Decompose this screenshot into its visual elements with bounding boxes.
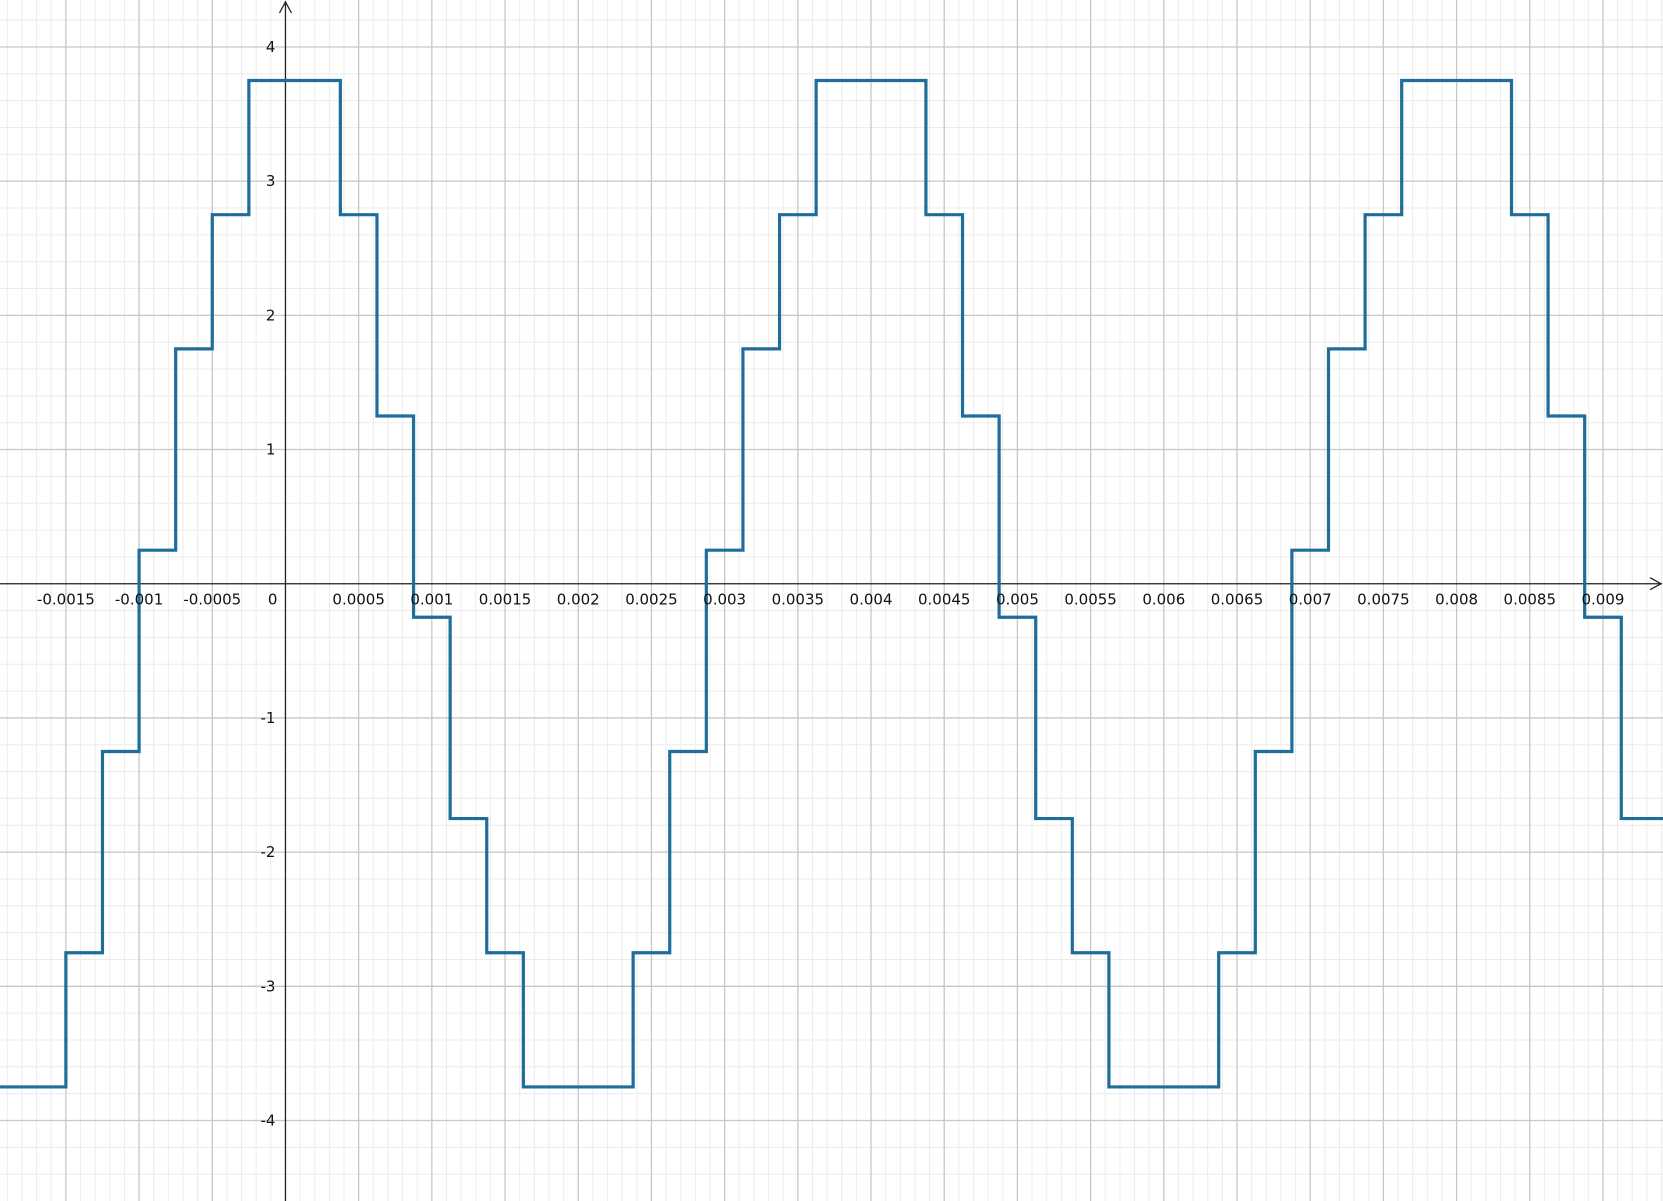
x-tick-label: 0.0055 xyxy=(1064,591,1117,609)
x-tick-label: 0.0005 xyxy=(332,591,385,609)
x-tick-label: 0.0075 xyxy=(1357,591,1410,609)
y-tick-label: -4 xyxy=(260,1111,275,1129)
y-tick-labels: 4 3 2 1 -1 -2 -3 -4 xyxy=(260,38,275,1130)
y-tick-label: -1 xyxy=(260,709,275,727)
series-line xyxy=(0,78,1663,1089)
x-tick-label: 0 xyxy=(268,591,278,609)
x-tick-label: 0.0015 xyxy=(479,591,532,609)
x-tick-label: 0.006 xyxy=(1142,591,1185,609)
x-tick-label: 0.0065 xyxy=(1211,591,1264,609)
x-tick-label: 0.007 xyxy=(1289,591,1332,609)
x-tick-label: 0.001 xyxy=(410,591,453,609)
x-tick-label: 0.008 xyxy=(1435,591,1478,609)
x-tick-label: 0.002 xyxy=(557,591,600,609)
x-tick-labels: -0.0015 -0.001 -0.0005 0 0.0005 0.001 0.0015 0.… xyxy=(37,591,1625,609)
x-axis-arrow-icon xyxy=(1649,577,1663,591)
x-tick-label: -0.0015 xyxy=(37,591,95,609)
x-tick-label: 0.003 xyxy=(703,591,746,609)
x-tick-label: 0.009 xyxy=(1582,591,1625,609)
x-tick-label: 0.0085 xyxy=(1504,591,1557,609)
y-tick-label: 3 xyxy=(266,172,276,190)
y-tick-label: 4 xyxy=(266,38,276,56)
x-tick-label: 0.0035 xyxy=(772,591,825,609)
x-tick-label: 0.0025 xyxy=(625,591,678,609)
x-tick-label: -0.001 xyxy=(115,591,163,609)
y-tick-label: 2 xyxy=(266,306,276,324)
y-tick-label: 1 xyxy=(266,441,276,459)
x-tick-label: 0.005 xyxy=(996,591,1039,609)
x-tick-label: 0.0045 xyxy=(918,591,971,609)
y-axis-arrow-icon xyxy=(278,0,293,14)
series-layer xyxy=(0,78,1663,1089)
x-tick-label: -0.0005 xyxy=(183,591,241,609)
x-tick-label: 0.004 xyxy=(850,591,893,609)
y-tick-label: -3 xyxy=(260,977,275,995)
y-tick-label: -2 xyxy=(260,843,275,861)
